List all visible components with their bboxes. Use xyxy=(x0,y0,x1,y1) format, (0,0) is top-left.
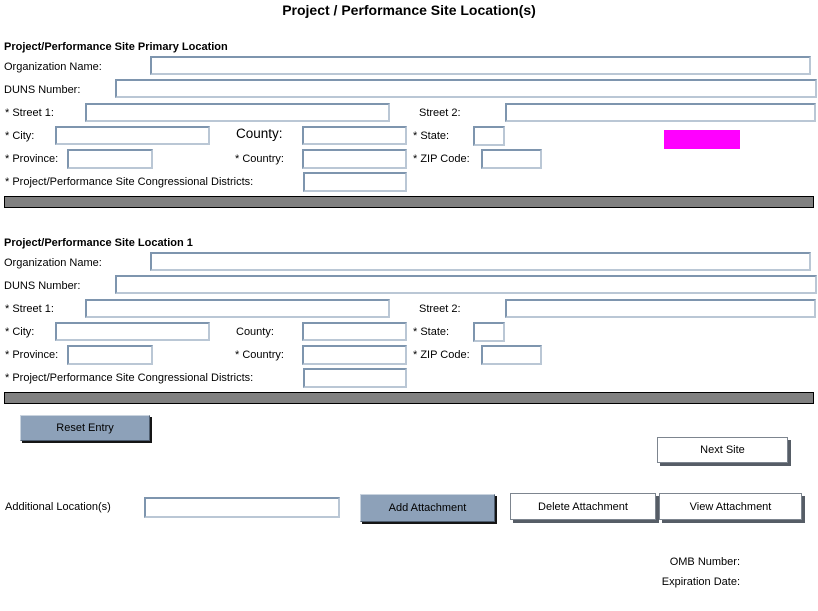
additional-locations-input[interactable] xyxy=(144,497,340,518)
page-title: Project / Performance Site Location(s) xyxy=(282,2,536,18)
section-header: Project/Performance Site Location 1 xyxy=(4,237,193,249)
country-label: * Country: xyxy=(235,349,284,361)
congressional-districts-input[interactable] xyxy=(303,368,407,388)
section-separator-bar xyxy=(4,196,814,208)
magenta-highlight-box xyxy=(664,130,740,149)
city-input[interactable] xyxy=(55,126,210,145)
duns-number-label: DUNS Number: xyxy=(4,84,81,96)
county-label: County: xyxy=(236,326,274,338)
city-input[interactable] xyxy=(55,322,210,341)
organization-name-label: Organization Name: xyxy=(4,61,102,73)
street1-label: * Street 1: xyxy=(5,303,54,315)
state-label: * State: xyxy=(413,326,450,338)
county-input[interactable] xyxy=(302,322,407,341)
additional-locations-label: Additional Location(s) xyxy=(5,501,111,513)
section-primary-location: Project/Performance Site Primary Locatio… xyxy=(0,41,818,211)
next-site-button[interactable]: Next Site xyxy=(657,437,788,463)
organization-name-input[interactable] xyxy=(150,56,811,75)
section-header: Project/Performance Site Primary Locatio… xyxy=(4,41,228,53)
omb-number-label: OMB Number: xyxy=(669,556,740,568)
section-separator-bar xyxy=(4,392,814,404)
zip-code-label: * ZIP Code: xyxy=(413,153,470,165)
street1-input[interactable] xyxy=(85,103,390,122)
province-label: * Province: xyxy=(5,349,59,361)
county-input[interactable] xyxy=(302,126,407,145)
congressional-districts-label: * Project/Performance Site Congressional… xyxy=(5,176,254,188)
congressional-districts-label: * Project/Performance Site Congressional… xyxy=(5,372,254,384)
county-label: County: xyxy=(236,126,283,141)
reset-entry-button[interactable]: Reset Entry xyxy=(20,415,150,441)
organization-name-label: Organization Name: xyxy=(4,257,102,269)
state-input[interactable] xyxy=(473,322,505,342)
province-input[interactable] xyxy=(67,345,153,365)
province-input[interactable] xyxy=(67,149,153,169)
street2-input[interactable] xyxy=(505,103,816,122)
duns-number-label: DUNS Number: xyxy=(4,280,81,292)
duns-number-input[interactable] xyxy=(115,79,817,98)
zip-code-input[interactable] xyxy=(481,345,542,365)
organization-name-input[interactable] xyxy=(150,252,811,271)
delete-attachment-button[interactable]: Delete Attachment xyxy=(510,493,656,520)
country-input[interactable] xyxy=(302,345,407,365)
street1-label: * Street 1: xyxy=(5,107,54,119)
street2-input[interactable] xyxy=(505,299,816,318)
view-attachment-button[interactable]: View Attachment xyxy=(659,493,802,520)
expiration-date-label: Expiration Date: xyxy=(661,576,740,588)
add-attachment-button[interactable]: Add Attachment xyxy=(360,494,495,522)
congressional-districts-input[interactable] xyxy=(303,172,407,192)
state-input[interactable] xyxy=(473,126,505,146)
duns-number-input[interactable] xyxy=(115,275,817,294)
street2-label: Street 2: xyxy=(419,107,461,119)
city-label: * City: xyxy=(5,130,35,142)
zip-code-input[interactable] xyxy=(481,149,542,169)
zip-code-label: * ZIP Code: xyxy=(413,349,470,361)
street2-label: Street 2: xyxy=(419,303,461,315)
city-label: * City: xyxy=(5,326,35,338)
country-label: * Country: xyxy=(235,153,284,165)
province-label: * Province: xyxy=(5,153,59,165)
state-label: * State: xyxy=(413,130,450,142)
street1-input[interactable] xyxy=(85,299,390,318)
country-input[interactable] xyxy=(302,149,407,169)
section-location-1: Project/Performance Site Location 1 Orga… xyxy=(0,237,818,407)
